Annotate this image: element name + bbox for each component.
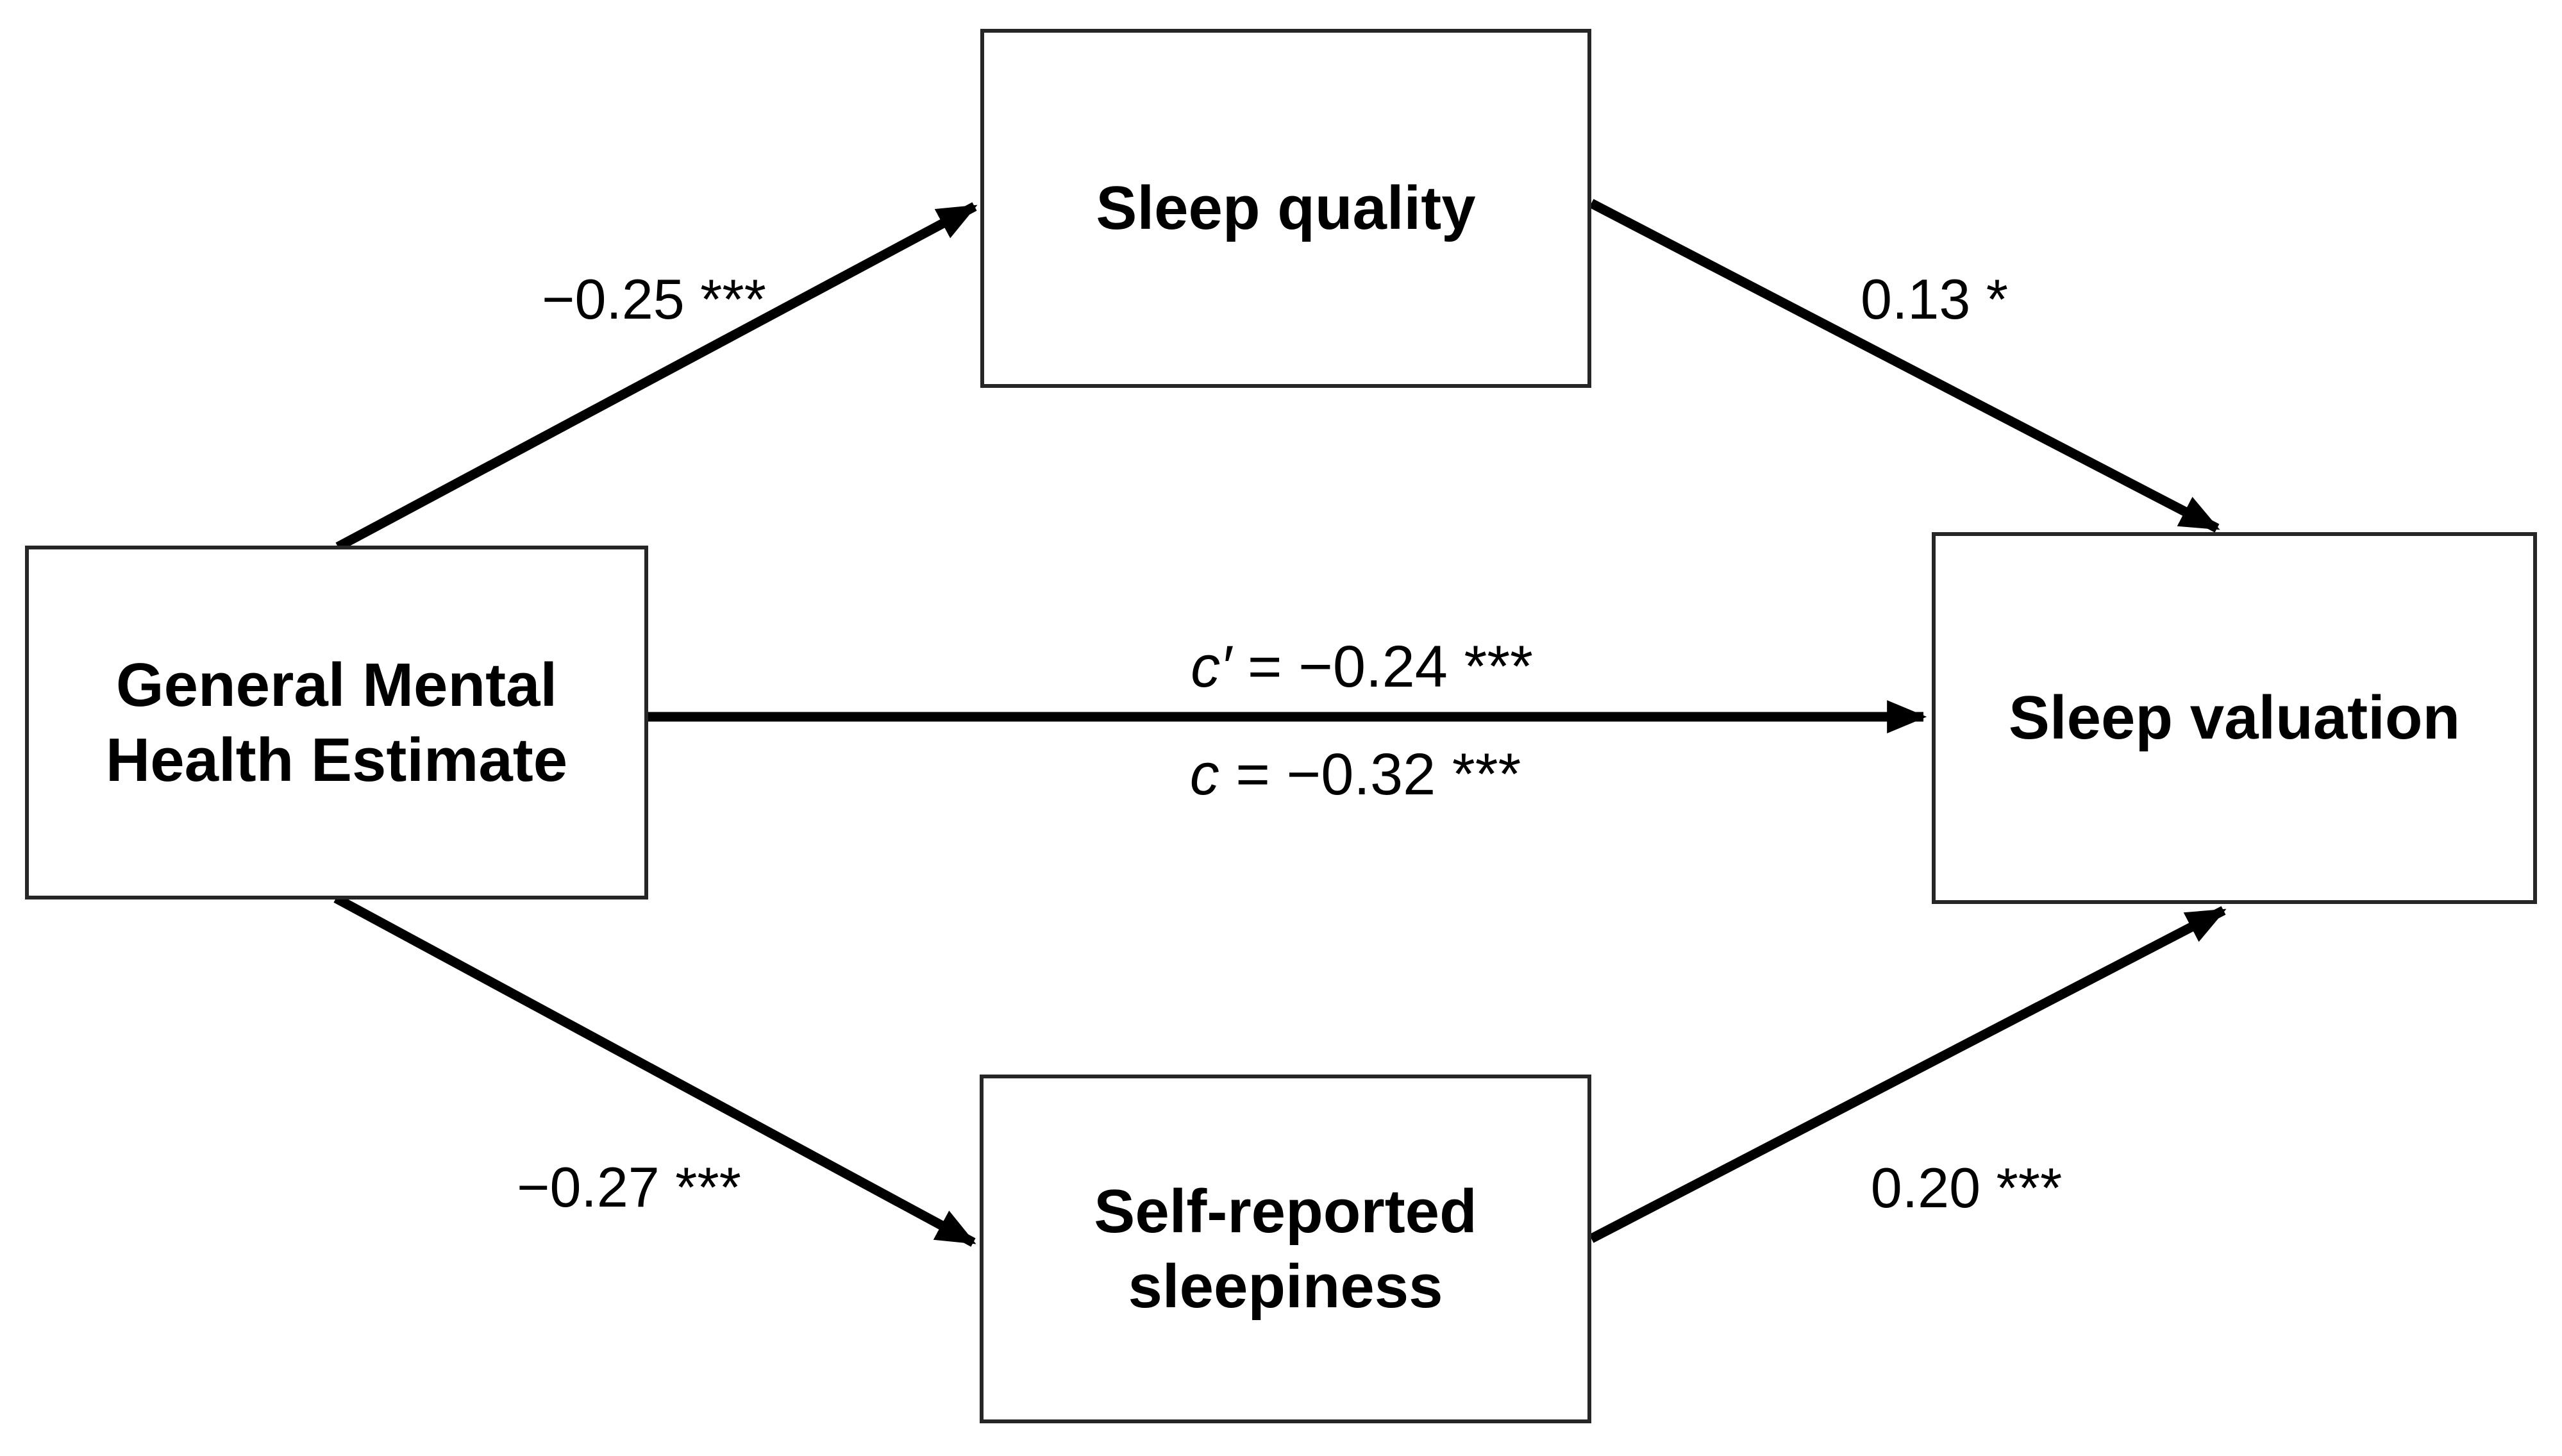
node-predictor-label: General Mental Health Estimate	[105, 650, 568, 794]
direct-effect-label: c′ = −0.24 ***	[1191, 637, 1533, 696]
path-a1-coefficient: −0.25 ***	[542, 267, 766, 331]
path-b2-arrow	[1589, 906, 2227, 1243]
node-mediator-top: Sleep quality	[980, 29, 1591, 388]
direct-effect-symbol: c′	[1191, 634, 1232, 699]
node-outcome-label: Sleep valuation	[2008, 683, 2461, 753]
node-mediator-bottom: Self-reported sleepiness	[980, 1075, 1591, 1423]
path-b2-coefficient: 0.20 ***	[1870, 1156, 2063, 1219]
path-b1-arrow	[1589, 199, 2220, 533]
path-b1-coefficient: 0.13 *	[1861, 267, 2008, 331]
direct-effect-value: = −0.24 ***	[1231, 634, 1533, 699]
total-effect-value: = −0.32 ***	[1219, 742, 1521, 807]
total-effect-label: c = −0.32 ***	[1190, 745, 1521, 804]
node-predictor: General Mental Health Estimate	[25, 546, 648, 900]
path-a2-coefficient: −0.27 ***	[517, 1155, 741, 1219]
node-outcome: Sleep valuation	[1932, 532, 2537, 904]
path-a2-arrow	[333, 894, 976, 1247]
node-mediator-bottom-label: Self-reported sleepiness	[1094, 1176, 1477, 1321]
node-mediator-top-label: Sleep quality	[1096, 174, 1476, 243]
total-effect-symbol: c	[1189, 742, 1219, 807]
path-a1-arrow	[335, 202, 978, 551]
